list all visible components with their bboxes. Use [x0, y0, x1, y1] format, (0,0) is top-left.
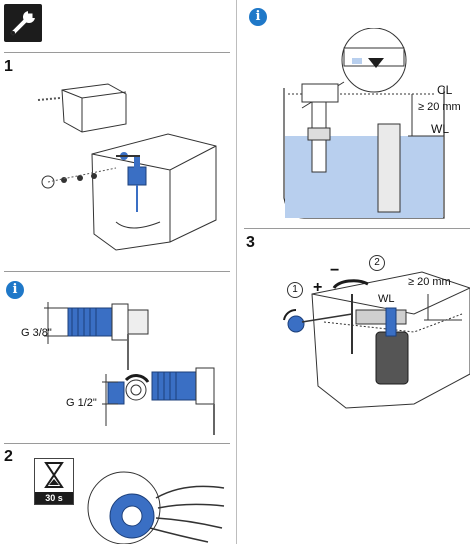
step-number-2: 2 [4, 448, 13, 465]
fitting-g12 [107, 367, 215, 435]
column-divider [236, 0, 237, 544]
wrench-icon [4, 4, 42, 42]
label-wl: WL [431, 122, 449, 136]
divider [244, 228, 470, 229]
thread-illustration [44, 302, 215, 435]
rotate-arrow-icon [332, 279, 369, 289]
label-g12: G 1/2" [66, 397, 97, 409]
label-min-gap: ≥ 20 mm [418, 101, 461, 113]
rotate-arrow-icon [124, 374, 150, 383]
info-icon: i [249, 8, 267, 26]
rotate-arrow-icon [283, 308, 297, 321]
hourglass-icon: 30 s [34, 458, 74, 505]
label-g38: G 3/8" [21, 327, 52, 339]
float [375, 331, 409, 385]
water [285, 136, 443, 218]
adjust-knob [287, 315, 305, 333]
cistern-body [91, 133, 217, 251]
float-part [127, 166, 147, 186]
divider [4, 271, 230, 272]
step1-illustration [37, 83, 217, 251]
divider [4, 443, 230, 444]
step-number-3: 3 [246, 234, 255, 251]
label-wl-3: WL [378, 293, 395, 305]
plus-sign: + [313, 279, 323, 296]
circle-step-1: 1 [287, 282, 303, 298]
valve-part [134, 156, 140, 168]
water-level-illustration [283, 28, 445, 219]
label-cl: CL [437, 83, 453, 97]
divider [4, 52, 230, 53]
minus-sign: − [330, 262, 340, 279]
step-number-1: 1 [4, 58, 13, 75]
label-min-gap-3: ≥ 20 mm [408, 276, 451, 288]
circle-step-2: 2 [369, 255, 385, 271]
step3-illustration [283, 271, 470, 409]
cistern-lid [61, 83, 127, 133]
flush-illustration [87, 471, 225, 544]
fitting-g38 [67, 303, 149, 370]
timer-label: 30 s [35, 492, 73, 504]
wl-band [355, 309, 407, 325]
info-icon: i [6, 281, 24, 299]
